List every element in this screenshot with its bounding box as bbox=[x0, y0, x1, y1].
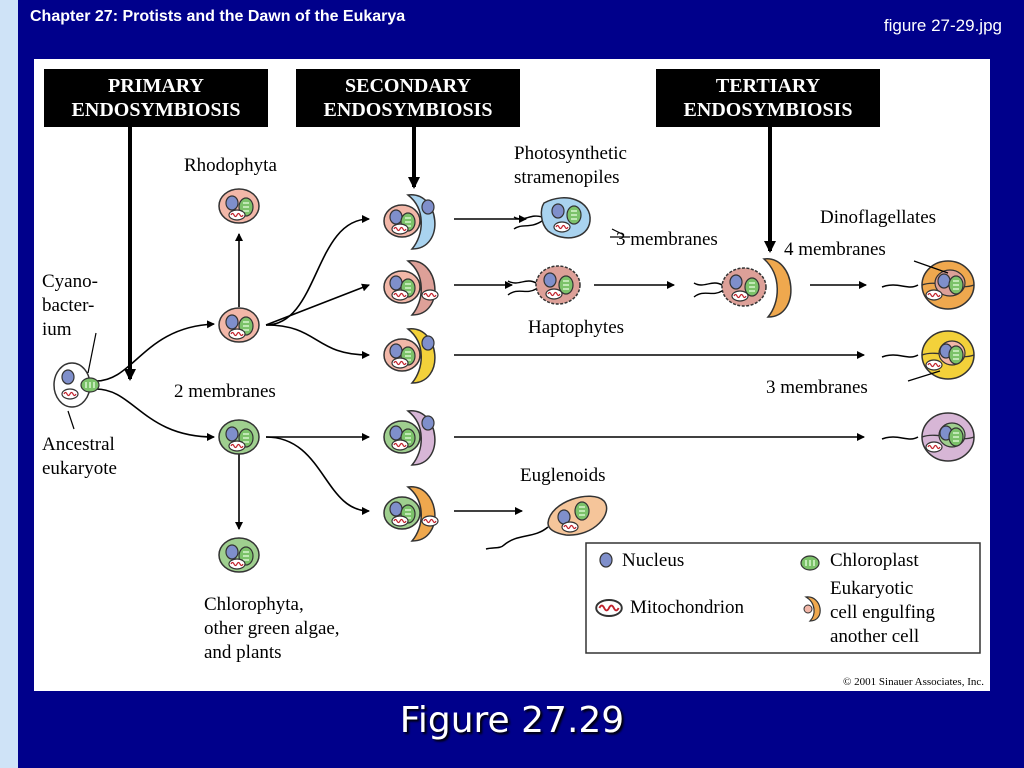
four-membranes-label: 4 membranes bbox=[784, 239, 886, 260]
cyanobacterium-cell bbox=[80, 377, 100, 393]
dinoflagellate-cell-orange bbox=[881, 260, 975, 310]
cyanobacterium-label-line-1: Cyano- bbox=[42, 271, 98, 292]
dinoflagellate-cell-yellow bbox=[881, 330, 975, 380]
legend-engulfing-label-line-1: Eukaryotic bbox=[830, 578, 913, 599]
cyanobacterium-label-line-2: bacter- bbox=[42, 295, 94, 316]
ancestral-eukaryote-label-line-2: eukaryote bbox=[42, 458, 117, 479]
ancestral-eukaryote-label-line-1: Ancestral bbox=[42, 434, 115, 455]
chlorophyta-label-line-2: other green algae, bbox=[204, 618, 340, 639]
two-membranes-label: 2 membranes bbox=[174, 381, 276, 402]
chlorophyta-label-line-3: and plants bbox=[204, 642, 282, 663]
legend-mitochondrion-label: Mitochondrion bbox=[630, 597, 744, 618]
euglenoid-cell bbox=[485, 495, 608, 550]
three-membranes-label-a: 3 membranes bbox=[616, 229, 718, 250]
figure-panel: PRIMARY ENDOSYMBIOSIS SECONDARY ENDOSYMB… bbox=[34, 59, 990, 691]
mitochondrion-icon bbox=[595, 599, 623, 617]
green-alga-cell bbox=[218, 419, 260, 455]
figure-caption: Figure 27.29 bbox=[399, 700, 625, 741]
nucleus-icon bbox=[599, 552, 613, 568]
leader-lines bbox=[67, 228, 949, 430]
left-edge-strip bbox=[0, 0, 18, 768]
legend-chloroplast-label: Chloroplast bbox=[830, 550, 919, 571]
svg-text:ENDOSYMBIOSIS: ENDOSYMBIOSIS bbox=[684, 99, 853, 121]
chlorophyta-cell bbox=[218, 537, 260, 573]
secondary-endosymbiosis-header: SECONDARY ENDOSYMBIOSIS bbox=[296, 69, 520, 127]
legend-nucleus-label: Nucleus bbox=[622, 550, 684, 571]
stramenopiles-label-line-1: Photosynthetic bbox=[514, 143, 627, 164]
primary-endosymbiosis-header: PRIMARY ENDOSYMBIOSIS bbox=[44, 69, 268, 127]
engulfing-cell-icon bbox=[803, 596, 821, 622]
dinoflagellates-label: Dinoflagellates bbox=[820, 207, 936, 228]
endosymbiosis-diagram: PRIMARY ENDOSYMBIOSIS SECONDARY ENDOSYMB… bbox=[42, 69, 984, 688]
svg-text:SECONDARY: SECONDARY bbox=[345, 75, 472, 97]
stage-arrows bbox=[124, 127, 776, 381]
three-membranes-label-b: 3 membranes bbox=[766, 377, 868, 398]
lineage-arrows bbox=[95, 215, 867, 530]
engulfing-yellow-cell bbox=[383, 328, 436, 384]
haptophyte-cell bbox=[507, 265, 581, 305]
cyanobacterium-label-line-3: ium bbox=[42, 319, 72, 340]
rhodophyta-cell bbox=[218, 188, 260, 224]
svg-text:PRIMARY: PRIMARY bbox=[108, 75, 205, 97]
engulfing-red-cell bbox=[383, 260, 439, 316]
haptophytes-label: Haptophytes bbox=[528, 317, 624, 338]
rhodophyta-label: Rhodophyta bbox=[184, 155, 277, 176]
legend-box: Nucleus Chloroplast Mitochondrion Eukary… bbox=[585, 542, 981, 654]
chloroplast-icon bbox=[800, 555, 820, 571]
stramenopiles-label-line-2: stramenopiles bbox=[514, 167, 620, 188]
tertiary-engulfing-cell bbox=[693, 258, 792, 318]
chlorophyta-label-line-1: Chlorophyta, bbox=[204, 594, 304, 615]
slide-title: Chapter 27: Protists and the Dawn of the… bbox=[30, 8, 406, 25]
euglenoids-label: Euglenoids bbox=[520, 465, 606, 486]
svg-text:ENDOSYMBIOSIS: ENDOSYMBIOSIS bbox=[324, 99, 493, 121]
legend-engulfing-label-line-3: another cell bbox=[830, 626, 919, 647]
tertiary-endosymbiosis-header: TERTIARY ENDOSYMBIOSIS bbox=[656, 69, 880, 127]
engulfing-blue-cell bbox=[383, 194, 436, 250]
svg-text:ENDOSYMBIOSIS: ENDOSYMBIOSIS bbox=[72, 99, 241, 121]
dinoflagellate-cell-purple bbox=[881, 412, 975, 462]
legend-engulfing-label-line-2: cell engulfing bbox=[830, 602, 935, 623]
file-name: figure 27-29.jpg bbox=[883, 16, 1002, 35]
svg-text:TERTIARY: TERTIARY bbox=[716, 75, 821, 97]
red-alga-cell bbox=[218, 307, 260, 343]
engulfing-purple-cell bbox=[383, 410, 436, 466]
engulfing-orange-cell bbox=[383, 486, 439, 542]
copyright-notice: © 2001 Sinauer Associates, Inc. bbox=[843, 676, 984, 688]
stramenopile-cell bbox=[513, 197, 591, 239]
